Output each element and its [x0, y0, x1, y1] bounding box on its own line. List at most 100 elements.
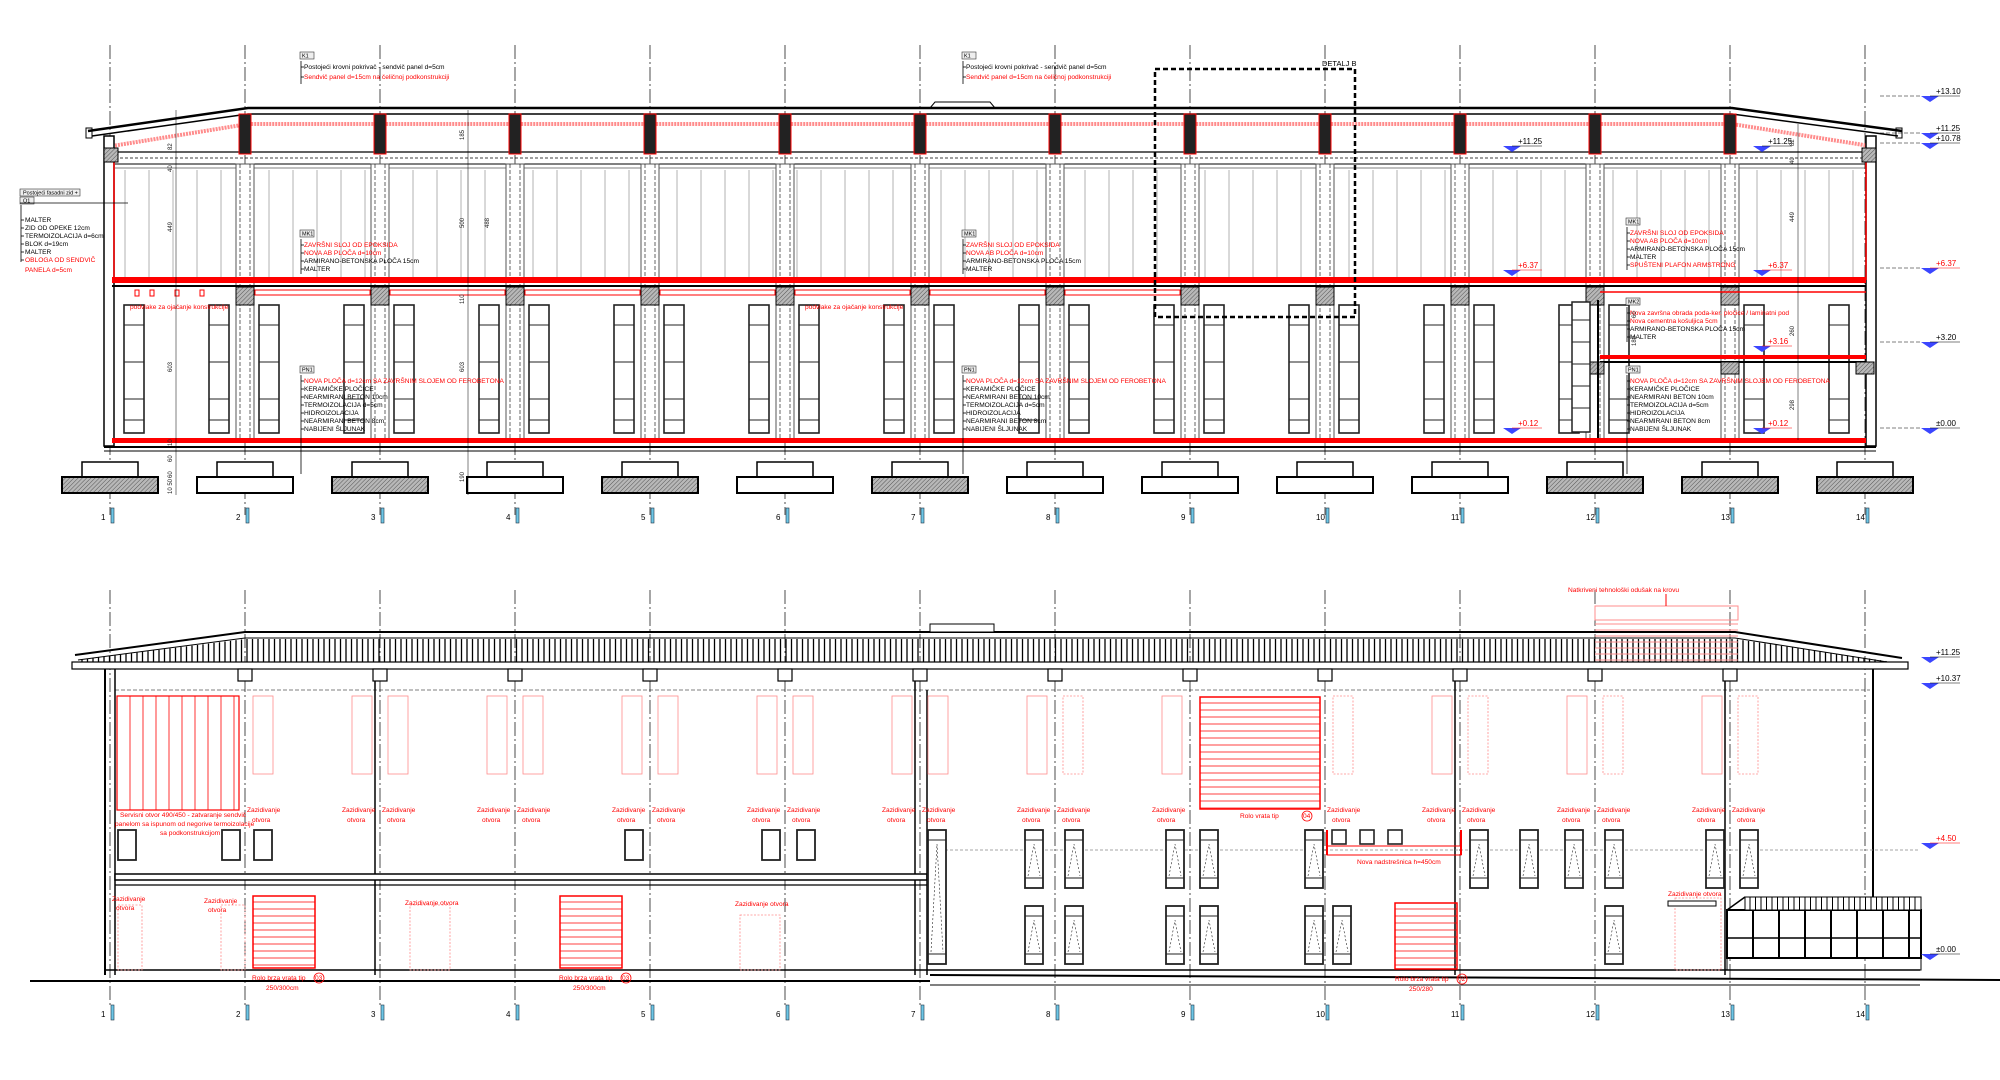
grid-axis-marker — [1865, 507, 1870, 524]
window-opening-symbol — [1472, 843, 1486, 877]
infill-label: otvora — [1737, 817, 1756, 824]
window-opening-symbol — [1607, 919, 1621, 953]
infill-outline — [891, 695, 913, 775]
level-marker-icon — [1753, 146, 1771, 152]
wall-note-line: ZID OD OPEKE 12cm — [25, 225, 90, 232]
grid-axis-label: 9 — [1181, 1010, 1186, 1019]
infill-label: otvora — [752, 817, 771, 824]
note-line: NABIJENI ŠLJUNAK — [966, 424, 1028, 433]
infill-label: Zazidivanje — [612, 807, 646, 814]
infill-label: otvora — [1562, 817, 1581, 824]
note-tag: PN1 — [1628, 368, 1639, 374]
infill-label: Zazidivanje — [1462, 807, 1496, 814]
window — [796, 829, 816, 861]
window — [1064, 829, 1084, 889]
window — [798, 304, 820, 434]
level-label-right: +4.50 — [1936, 834, 1957, 843]
wall-note-line: TERMOIZOLACIJA d=6cm — [25, 233, 104, 240]
grid-axis-marker — [1055, 1004, 1060, 1021]
window — [761, 829, 781, 861]
grid-axis-marker — [1325, 507, 1330, 524]
infill-outline — [1431, 695, 1453, 775]
gutter-bracket — [642, 668, 658, 682]
note-line: HIDROIZOLACIJA — [304, 410, 359, 417]
dimension-value: 60 — [168, 455, 174, 462]
infill-label: Zazidivanje — [1422, 807, 1456, 814]
grid-axis-label: 5 — [641, 513, 646, 522]
window — [1564, 829, 1584, 889]
level-label-right: +13.10 — [1936, 87, 1961, 96]
window-opening-symbol — [930, 843, 944, 953]
level-marker-icon — [1921, 683, 1939, 689]
infill-label: otvora — [208, 907, 227, 914]
level-marker-icon — [1921, 428, 1939, 434]
roof-outline — [87, 106, 1903, 133]
level-marker-icon — [1503, 270, 1521, 276]
note-line: ZAVRŠNI SLOJ OD EPOKSIDA — [1630, 228, 1724, 237]
window — [613, 304, 635, 434]
ground-slope-line — [929, 974, 2000, 981]
note-line: NABIJENI ŠLJUNAK — [304, 424, 366, 433]
strengthening-beam-small — [149, 289, 155, 297]
level-marker-icon — [1503, 146, 1521, 152]
level-marker-icon — [1753, 428, 1771, 434]
footing-base — [331, 476, 429, 494]
window — [624, 829, 644, 861]
door-type-circle — [1301, 810, 1313, 822]
infill-outline — [1602, 695, 1624, 775]
infill-outline — [621, 695, 643, 775]
roller-door — [559, 895, 623, 969]
ring-beam-right — [1861, 147, 1877, 163]
floor-beam — [1315, 286, 1335, 306]
entrance-glazing — [1726, 909, 1922, 959]
window-opening-symbol — [1307, 843, 1321, 877]
level-label-inner: +3.16 — [1768, 337, 1789, 346]
footing-base — [196, 476, 294, 494]
grid-axis-marker — [380, 507, 385, 524]
wall-note-tag: O1 — [23, 199, 30, 205]
level-marker-icon — [1753, 346, 1771, 352]
wall-note-line: PANELA d=5cm — [25, 267, 72, 274]
strengthening-beam — [1064, 289, 1181, 296]
floor-beam — [1045, 286, 1065, 306]
note-line: HIDROIZOLACIJA — [966, 410, 1021, 417]
service-opening-note: Servisni otvor 490/450 - zatvaranje send… — [120, 812, 247, 819]
footing-base — [1141, 476, 1239, 494]
level-marker-icon — [1921, 143, 1939, 149]
infill-outline — [1674, 897, 1722, 971]
wall-note-tag-box — [19, 196, 35, 205]
window-opening-symbol — [1607, 843, 1621, 877]
grid-axis-label: 10 — [1316, 513, 1325, 522]
note-line: MALTER — [966, 266, 992, 273]
footing-pedestal — [81, 461, 139, 478]
grid-axis-marker — [1865, 1004, 1870, 1021]
window — [1743, 304, 1765, 434]
footing-base — [1411, 476, 1509, 494]
level-marker-icon — [1921, 843, 1939, 849]
note-line: KERAMIČKE PLOČICE — [304, 384, 374, 393]
footing-pedestal — [621, 461, 679, 478]
note-line: Nova završna obrada poda-ker. pločice / … — [1630, 310, 1789, 317]
mezzanine-beam — [1855, 361, 1875, 375]
infill-outline — [252, 695, 274, 775]
grid-axis-marker — [1055, 507, 1060, 524]
grid-axis-label: 3 — [371, 513, 376, 522]
roof-truss-post — [1588, 113, 1602, 155]
window-opening-symbol — [1168, 919, 1182, 953]
dimension-value: 40 — [1790, 157, 1796, 164]
dimension-value: 40 — [168, 165, 174, 172]
infill-outline — [927, 695, 949, 775]
window — [253, 829, 273, 861]
roof-truss-post — [373, 113, 387, 155]
dimension-value: 603 — [460, 361, 466, 372]
note-line: NEARMIRANI BETON 10cm — [304, 394, 388, 401]
roof-truss-post — [778, 113, 792, 155]
window — [1705, 829, 1725, 889]
level-label-right: +10.37 — [1936, 674, 1961, 683]
grid-axis-label: 2 — [236, 513, 241, 522]
window — [1153, 304, 1175, 434]
infill-label: Zazidivanje — [882, 807, 916, 814]
door-type-circle — [1456, 973, 1468, 985]
